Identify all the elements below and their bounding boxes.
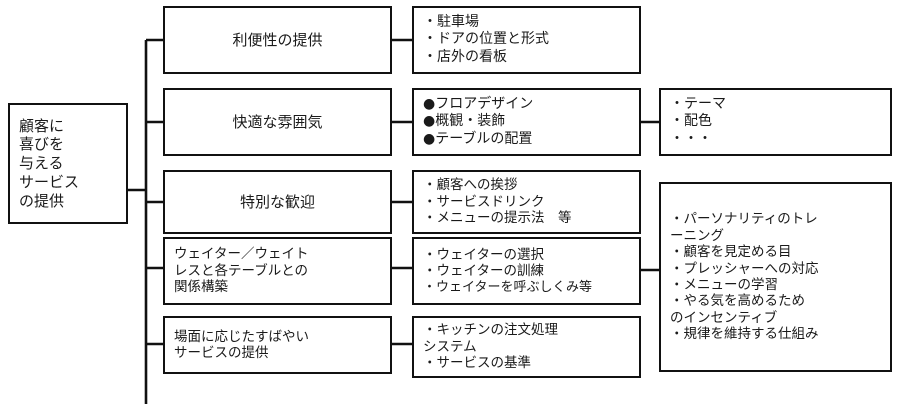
training-line-5: ・メニューの学習 [670,277,778,293]
branch-4-line-1: ウェイター／ウェイト [174,246,309,263]
training-line-7: のインセンティブ [670,309,778,326]
detail-node-2[interactable]: ●フロアデザイン ●概観・装飾 ●テーブルの配置 [412,88,641,156]
branch-label-1: 利便性の提供 [232,30,323,49]
detail-node-4[interactable]: ・ウェイターの選択 ・ウェイターの訓練 ・ウェイターを呼ぶしくみ等 [412,237,641,305]
detail-3-line-1: ・顧客への挨拶 [423,177,518,194]
detail-1-line-3: ・店外の看板 [423,48,507,65]
detail-node-5[interactable]: ・キッチンの注文処理 システム ・サービスの基準 [412,316,641,378]
detail-4-line-1: ・ウェイターの選択 [423,246,544,263]
root-line-4: サービス [19,172,80,191]
branch-node-1[interactable]: 利便性の提供 [163,6,392,74]
detail-3-line-2: ・サービスドリンク [423,193,545,210]
branch-5-line-2: サービスの提供 [174,345,269,361]
branch-5-line-1: 場面に応じたすばやい [174,328,309,345]
subdetail-2-line-1: ・テーマ [670,96,726,113]
detail-4-line-3: ・ウェイターを呼ぶしくみ等 [423,279,593,295]
detail-node-1[interactable]: ・駐車場 ・ドアの位置と形式 ・店外の看板 [412,6,641,74]
root-line-1: 顧客に [19,116,65,135]
training-line-4: ・プレッシャーへの対応 [670,260,819,277]
detail-2-line-2: ●概観・装飾 [423,113,506,130]
detail-2-line-1: ●フロアデザイン [423,96,534,113]
branch-node-3[interactable]: 特別な歓迎 [163,170,392,234]
root-line-3: 与える [19,154,64,173]
detail-5-line-1: ・キッチンの注文処理 [423,322,558,339]
subdetail-node-2[interactable]: ・テーマ ・配色 ・・・ [659,88,892,156]
branch-label-3: 特別な歓迎 [239,192,315,211]
training-node[interactable]: ・パーソナリティのトレ ーニング ・顧客を見定める目 ・プレッシャーへの対応 ・… [659,182,892,372]
branch-label-2: 快適な雰囲気 [232,112,323,131]
subdetail-2-line-3: ・・・ [670,130,712,147]
training-line-2: ーニング [670,227,724,244]
detail-1-line-1: ・駐車場 [423,14,479,31]
detail-2-line-3: ●テーブルの配置 [423,130,533,147]
detail-5-line-2: システム [423,338,477,355]
detail-4-line-2: ・ウェイターの訓練 [423,263,544,280]
training-line-1: ・パーソナリティのトレ [670,211,818,228]
branch-node-4[interactable]: ウェイター／ウェイト レスと各テーブルとの 関係構築 [163,237,392,305]
root-node[interactable]: 顧客に 喜びを 与える サービス の提供 [8,103,128,224]
branch-4-line-2: レスと各テーブルとの [174,262,309,279]
detail-5-line-3: ・サービスの基準 [423,355,531,372]
detail-node-3[interactable]: ・顧客への挨拶 ・サービスドリンク ・メニューの提示法 等 [412,170,641,234]
branch-node-5[interactable]: 場面に応じたすばやい サービスの提供 [163,316,392,374]
training-line-8: ・規律を維持する仕組み [670,326,819,343]
detail-1-line-2: ・ドアの位置と形式 [423,31,549,48]
detail-3-line-3: ・メニューの提示法 等 [423,210,572,227]
root-line-2: 喜びを [19,135,65,154]
branch-node-2[interactable]: 快適な雰囲気 [163,88,392,156]
subdetail-2-line-2: ・配色 [670,113,712,130]
branch-4-line-3: 関係構築 [174,279,228,296]
root-line-5: の提供 [19,191,65,210]
training-line-6: ・やる気を高めるため [670,293,805,310]
training-line-3: ・顧客を見定める目 [670,244,792,261]
